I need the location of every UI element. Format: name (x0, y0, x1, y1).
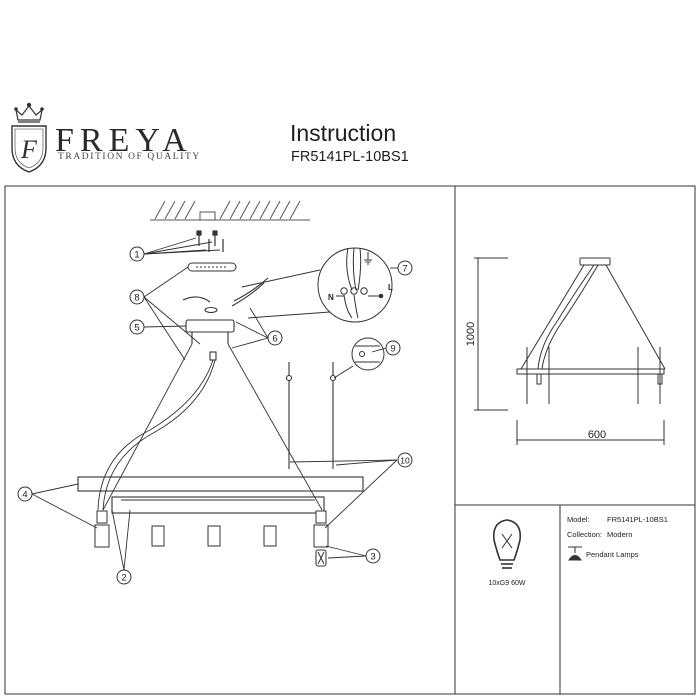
callout-9 (385, 340, 401, 356)
neutral-label: N (328, 293, 334, 302)
callout-10-label: 10 (400, 456, 410, 466)
callout-numbers: 1 8 5 6 7 9 10 4 2 3 (22, 250, 410, 584)
height-dimension: 1000 (465, 322, 477, 346)
rods (285, 362, 337, 469)
callout-6-label: 6 (272, 334, 277, 345)
callout-8-label: 8 (134, 293, 139, 304)
pendant-lamp-icon (568, 546, 582, 561)
ground-symbol-icon (364, 252, 372, 265)
drawing-frames (4, 185, 696, 695)
dimension-drawing (474, 257, 666, 445)
collection-label: Collection: (567, 530, 602, 539)
canopy (182, 277, 269, 361)
lamp-holders (94, 510, 329, 567)
callout-6 (267, 330, 283, 346)
callout-7 (397, 260, 413, 276)
bulb-icon (492, 519, 522, 569)
collection-value: Modern (607, 530, 632, 539)
width-dimension: 600 (588, 429, 606, 441)
callout-3 (365, 548, 381, 564)
callout-1 (129, 246, 145, 262)
live-label: L (388, 283, 393, 292)
callout-1-label: 1 (134, 250, 139, 261)
callout-10 (397, 452, 413, 468)
callout-2 (116, 569, 132, 585)
lamp-holder (207, 525, 221, 547)
callout-5 (129, 319, 145, 335)
crown-icon (14, 102, 44, 123)
lamp-holder (263, 525, 277, 547)
callout-9-label: 9 (390, 344, 395, 355)
callout-4 (17, 486, 33, 502)
suspension-cables (97, 343, 323, 511)
monogram-letter: F (20, 135, 38, 164)
callout-5-label: 5 (134, 323, 139, 334)
brand-tagline: TRADITION OF QUALITY (58, 152, 201, 162)
document-title: Instruction (290, 120, 397, 146)
shield-monogram-icon: F (11, 125, 47, 173)
callout-7-label: 7 (402, 264, 407, 275)
g9-bulb (315, 549, 327, 567)
callout-8 (129, 289, 145, 305)
model-code: FR5141PL-10BS1 (291, 149, 409, 165)
callout-2-label: 2 (121, 573, 126, 584)
model-value: FR5141PL-10BS1 (607, 515, 668, 524)
knob-detail (333, 337, 385, 379)
model-label: Model: (567, 515, 590, 524)
callout-markers (17, 246, 413, 585)
lamp-holder (313, 510, 329, 548)
ceiling-hatch (150, 200, 310, 221)
lamp-type-label: Pendant Lamps (586, 550, 639, 559)
callout-4-label: 4 (22, 490, 27, 501)
info-panel: Model: FR5141PL-10BS1 Collection: Modern… (567, 515, 668, 559)
screws-and-anchors (196, 230, 224, 252)
mounting-bracket (187, 262, 237, 272)
wiring-detail (241, 247, 393, 323)
outer-frame (4, 185, 696, 695)
lamp-holder (94, 510, 110, 548)
lamp-holder (151, 525, 165, 547)
callout-3-label: 3 (370, 552, 375, 563)
bulb-spec: 10xG9 60W (489, 580, 526, 587)
brand-name: FREYA (55, 122, 193, 159)
brand-logo: F (11, 102, 47, 173)
leader-lines (31, 237, 398, 571)
